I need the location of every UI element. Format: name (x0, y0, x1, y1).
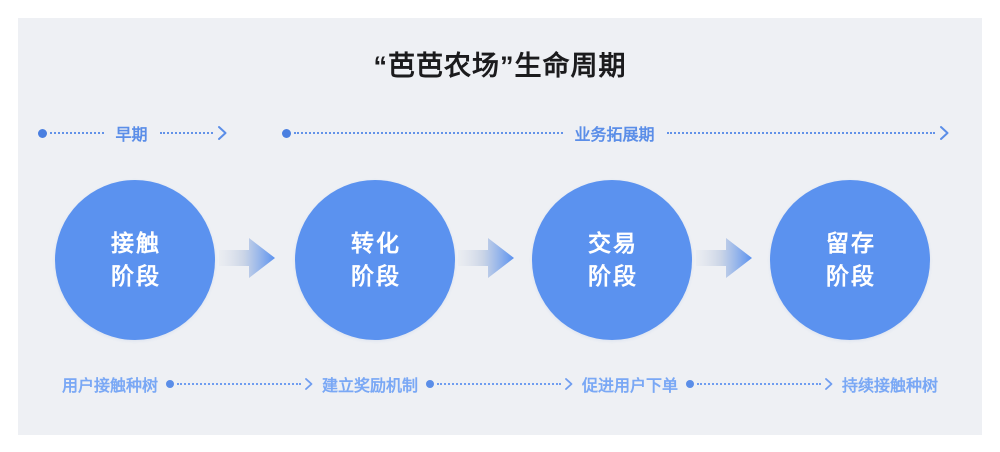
fat-arrow-right-icon (458, 234, 514, 282)
dashed-line (159, 132, 214, 134)
step-label-reward: 建立奖励机制 (322, 378, 419, 395)
step-connector (166, 377, 314, 391)
dot-icon (166, 380, 175, 388)
phase-band: 早期 业务拓展期 (0, 118, 1000, 148)
stage-row: 接触 阶段 转化 阶段 (0, 180, 1000, 340)
step-connector (426, 377, 574, 391)
chevron-right-icon (304, 377, 314, 391)
phase-label: 业务拓展期 (574, 127, 655, 144)
step-label-retain: 持续接触种树 (842, 378, 939, 395)
fat-arrow-right-icon (219, 234, 275, 282)
step-band: 用户接触种树 建立奖励机制 促进用户下单 (0, 370, 1000, 398)
stage-node-line2: 阶段 (826, 263, 876, 289)
fat-arrow-right-icon (696, 234, 752, 282)
chevron-right-icon (217, 125, 228, 141)
dot-icon (686, 380, 695, 388)
stage-node-line1: 接触 (111, 230, 161, 257)
stage-node-transaction[interactable]: 交易 阶段 (532, 180, 692, 340)
chevron-right-icon (824, 377, 834, 391)
step-label-contact: 用户接触种树 (62, 378, 159, 395)
stage-node-retention[interactable]: 留存 阶段 (770, 180, 930, 340)
phase-segment-early: 早期 (38, 118, 228, 148)
dashed-line (666, 132, 936, 134)
chevron-right-icon (564, 377, 574, 391)
page-title: “芭芭农场”生命周期 (373, 51, 627, 81)
stage-node-line1: 留存 (826, 230, 876, 257)
dashed-line (294, 132, 563, 134)
step-connector (686, 377, 834, 391)
stage-node-line1: 交易 (588, 230, 638, 257)
dot-icon (38, 128, 47, 138)
stage-node-line2: 阶段 (588, 263, 638, 289)
dashed-line (697, 383, 821, 385)
dashed-line (50, 132, 104, 134)
step-label-order: 促进用户下单 (582, 378, 679, 395)
phase-segment-expansion: 业务拓展期 (282, 118, 950, 148)
stage-node-conversion[interactable]: 转化 阶段 (295, 180, 455, 340)
stage-node-line2: 阶段 (111, 263, 161, 289)
stage-node-contact[interactable]: 接触 阶段 (55, 180, 215, 340)
chevron-right-icon (939, 125, 950, 141)
phase-label: 早期 (115, 127, 148, 144)
stage-node-line2: 阶段 (351, 263, 401, 289)
dashed-line (437, 383, 561, 385)
dot-icon (282, 128, 291, 138)
dashed-line (177, 383, 301, 385)
dot-icon (426, 380, 435, 388)
stage-node-line1: 转化 (351, 230, 401, 257)
